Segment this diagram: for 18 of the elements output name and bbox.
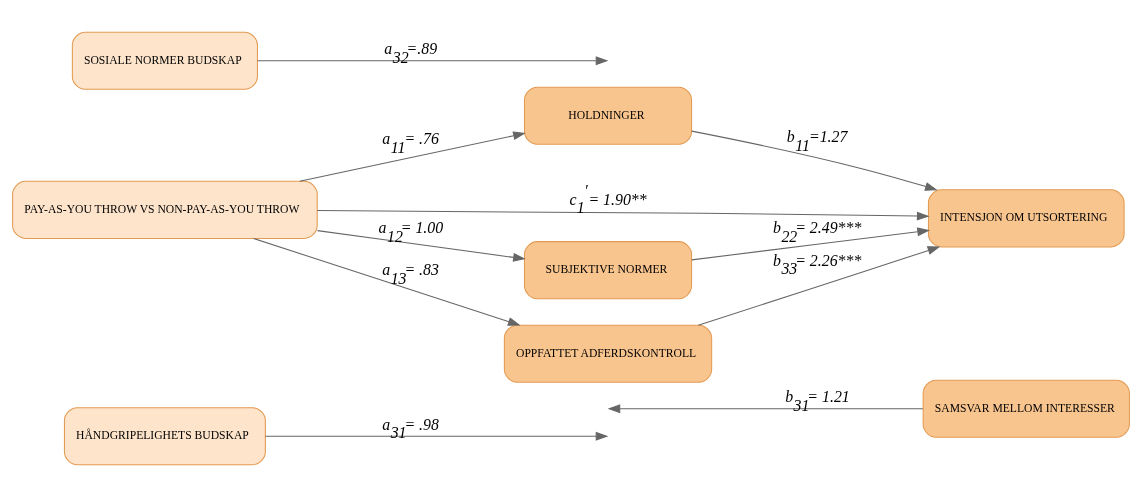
node-box: PAY-AS-YOU THROW VS NON-PAY-AS-YOU THROW [12,180,318,239]
node-box: OPPFATTET ADFERDSKONTROLL [503,324,713,383]
arrow [691,130,938,191]
arrow [316,209,930,221]
node-box: SUBJEKTIVE NORMER [523,240,693,299]
node-box: INTENSJON OM UTSORTERING [927,188,1125,247]
node-box: HÅNDGRIPELIGHETS BUDSKAP [63,406,266,465]
arrow [299,130,526,182]
arrow [697,245,941,326]
arrow [607,403,924,413]
arrow [316,229,526,262]
node-box: SAMSVAR MELLOM INTERESSER [922,379,1130,438]
arrow [691,226,930,260]
arrow [257,55,609,65]
node-box: SOSIALE NORMER BUDSKAP [71,31,258,90]
arrow [253,237,521,326]
node-box: HOLDNINGER [523,86,693,145]
arrow [264,431,609,441]
